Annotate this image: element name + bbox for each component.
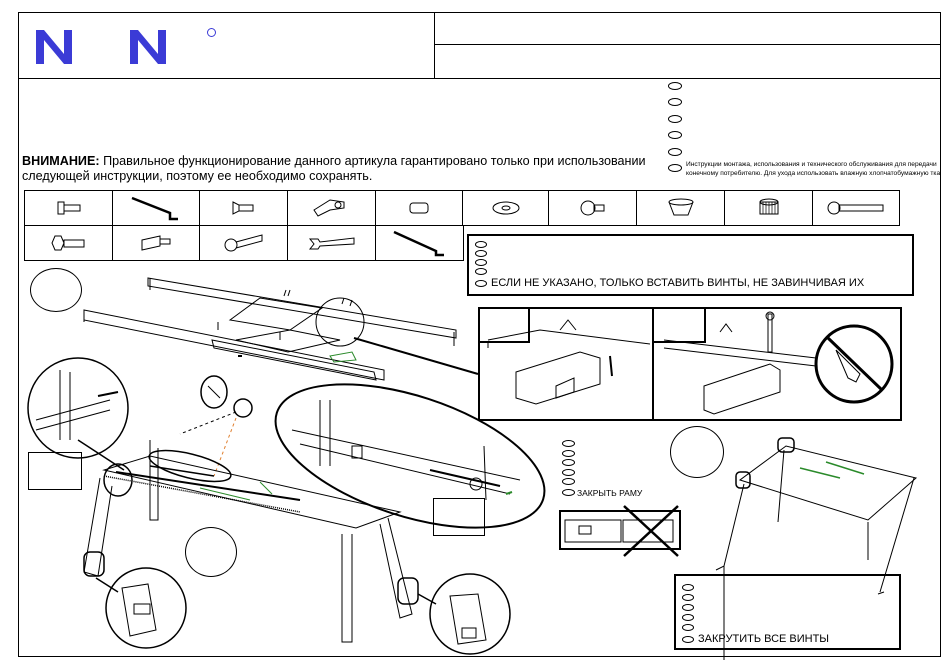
allen-key-icon xyxy=(113,191,200,225)
hardware-notice-box: ЕСЛИ НЕ УКАЗАНО, ТОЛЬКО ВСТАВИТЬ ВИНТЫ, … xyxy=(467,234,914,296)
oval-marker xyxy=(562,478,575,486)
final-step-text: ЗАКРУТИТЬ ВСЕ ВИНТЫ xyxy=(698,633,830,645)
header-divider xyxy=(18,78,941,79)
logo-mark-right xyxy=(130,30,166,64)
oval-marker xyxy=(682,593,694,601)
oval-marker xyxy=(475,279,487,287)
oval-marker xyxy=(562,489,575,497)
step-circle-2 xyxy=(185,527,237,577)
knurled-nut-icon xyxy=(725,191,813,225)
title-block-row xyxy=(434,44,941,45)
final-step-box: ЗАКРУТИТЬ ВСЕ ВИНТЫ xyxy=(674,574,901,650)
oval-marker xyxy=(682,613,694,621)
wrench-bracket-icon xyxy=(288,191,376,225)
oval-marker xyxy=(668,131,682,140)
incorrect-frame-panel xyxy=(559,510,681,550)
oval-marker xyxy=(562,459,575,467)
oval-marker xyxy=(668,147,682,156)
cross-out-icon xyxy=(623,505,679,557)
frame-step-text: ЗАКРЫТЬ РАМУ xyxy=(577,487,643,498)
cone-nut-icon xyxy=(637,191,725,225)
oval-marker xyxy=(682,583,694,591)
detail-label-square xyxy=(433,498,485,536)
step-circle-3 xyxy=(670,426,724,478)
long-bolt-icon xyxy=(813,191,900,225)
bolt-icon xyxy=(25,191,113,225)
oval-marker xyxy=(682,635,694,643)
oval-marker xyxy=(562,468,575,476)
frame-step-list: ЗАКРЫТЬ РАМУ xyxy=(562,440,642,498)
side-note-line2: конечному потребителю. Для ухода использ… xyxy=(686,170,940,177)
page-frame xyxy=(18,12,941,657)
oval-marker xyxy=(475,268,487,275)
oval-marker xyxy=(668,163,682,172)
language-oval-list xyxy=(668,82,682,180)
oval-marker xyxy=(475,259,487,266)
warning-label: ВНИМАНИЕ: xyxy=(22,154,100,168)
oval-marker xyxy=(668,114,682,123)
hardware-notice-text: ЕСЛИ НЕ УКАЗАНО, ТОЛЬКО ВСТАВИТЬ ВИНТЫ, … xyxy=(491,277,865,289)
oval-marker xyxy=(682,623,694,631)
side-note-line1: Инструкции монтажа, использования и техн… xyxy=(686,161,937,168)
hex-barrel-icon xyxy=(25,226,113,260)
warning-text: Правильное функционирование данного арти… xyxy=(22,154,646,183)
cap-screw-icon xyxy=(549,191,637,225)
oval-marker xyxy=(475,241,487,248)
oval-marker xyxy=(682,603,694,611)
oval-marker xyxy=(562,449,575,457)
oval-marker xyxy=(475,250,487,257)
step-circle-1 xyxy=(30,268,82,312)
spanner-icon xyxy=(288,226,376,260)
logo-mark-left xyxy=(36,30,72,64)
long-allen-key-icon xyxy=(376,226,464,260)
dowel-pin-icon xyxy=(113,226,200,260)
warning-block: ВНИМАНИЕ: Правильное функционирование да… xyxy=(22,154,672,184)
oval-marker xyxy=(562,440,575,447)
oval-marker xyxy=(668,98,682,107)
flat-screw-icon xyxy=(200,191,288,225)
dowel-icon xyxy=(376,191,463,225)
washer-icon xyxy=(463,191,549,225)
logo-ring-icon xyxy=(207,28,216,37)
socket-rod-icon xyxy=(200,226,288,260)
oval-marker xyxy=(668,82,682,90)
parts-row-2 xyxy=(24,225,464,261)
title-block-divider xyxy=(434,12,435,79)
